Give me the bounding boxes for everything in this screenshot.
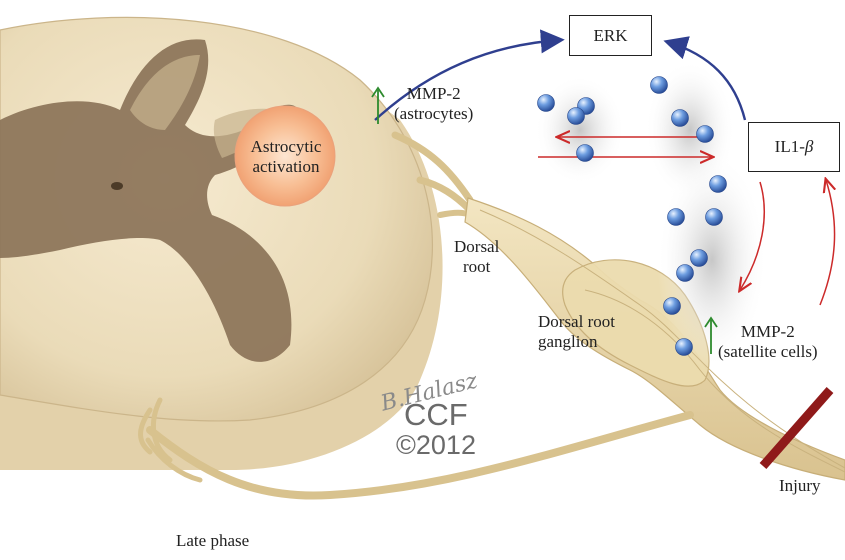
- dorsal-root-ganglion-label: Dorsal root ganglion: [538, 312, 615, 352]
- mmp2-astrocytes-line1: MMP-2: [394, 84, 473, 104]
- mmp2-satellite-label: MMP-2 (satellite cells): [718, 322, 818, 362]
- central-canal: [111, 182, 123, 190]
- beta-symbol: β: [805, 137, 813, 157]
- mmp2-satellite-line1: MMP-2: [718, 322, 818, 342]
- mmp2-astrocytes-line2: (astrocytes): [394, 104, 473, 124]
- year-text: ©2012: [396, 430, 476, 460]
- particle: [676, 339, 693, 356]
- drg-line1: Dorsal root: [538, 312, 615, 332]
- particle: [664, 298, 681, 315]
- particle-shadow: [535, 75, 625, 185]
- il1-label: IL1-: [775, 137, 805, 157]
- red-arrow-up: [820, 180, 835, 305]
- dorsal-root-label: Dorsal root: [454, 237, 499, 277]
- astrocytic-activation-label: Astrocytic activation: [238, 137, 334, 177]
- dorsal-root-line1: Dorsal: [454, 237, 499, 257]
- particle: [538, 95, 555, 112]
- erk-label: ERK: [594, 26, 628, 46]
- caption-text: Late phase: [176, 531, 249, 550]
- watermark-org: CCF: [404, 397, 468, 433]
- injury-label: Injury: [779, 476, 821, 496]
- mmp2-astrocytes-label: MMP-2 (astrocytes): [394, 84, 473, 124]
- dorsal-root-line2: root: [454, 257, 499, 277]
- particle: [568, 108, 585, 125]
- particle: [672, 110, 689, 127]
- drg-line2: ganglion: [538, 332, 615, 352]
- particle: [697, 126, 714, 143]
- particle: [577, 145, 594, 162]
- org-text: CCF: [404, 397, 468, 432]
- watermark-year: ©2012: [396, 430, 476, 461]
- particle: [706, 209, 723, 226]
- caption-late-phase: Late phase: [176, 531, 249, 551]
- particle: [710, 176, 727, 193]
- particle: [668, 209, 685, 226]
- il1-beta-box: IL1-β: [748, 122, 840, 172]
- particle: [677, 265, 694, 282]
- injury-text: Injury: [779, 476, 821, 495]
- erk-box: ERK: [569, 15, 652, 56]
- mmp2-satellite-line2: (satellite cells): [718, 342, 818, 362]
- astrocytic-line1: Astrocytic: [238, 137, 334, 157]
- particle: [651, 77, 668, 94]
- particle: [691, 250, 708, 267]
- astrocytic-line2: activation: [238, 157, 334, 177]
